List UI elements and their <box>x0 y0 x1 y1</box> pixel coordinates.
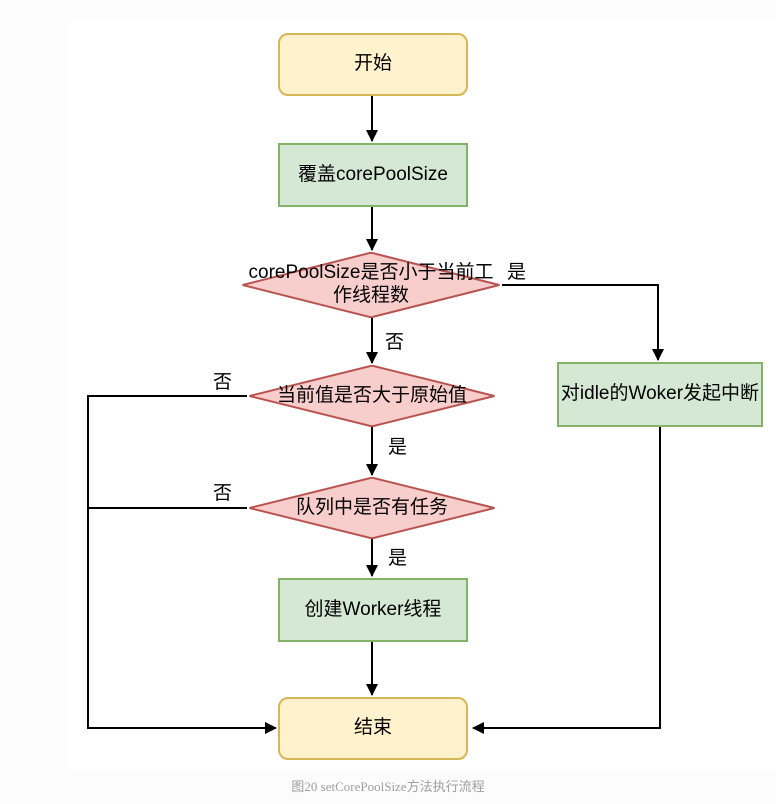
decision-less-than-workers-label: corePoolSize是否小于当前工作线程数 <box>248 262 494 306</box>
decision-greater-than-original: 当前值是否大于原始值 <box>247 365 497 427</box>
node-end: 结束 <box>278 697 468 760</box>
diamond-shape <box>240 252 502 318</box>
edge-d1-yes-to-interrupt <box>502 284 664 361</box>
diamond-shape <box>247 477 497 539</box>
edge-label-d1-yes: 是 <box>507 262 527 283</box>
node-start-label: 开始 <box>353 53 392 75</box>
edge-label-d1-no: 否 <box>385 332 405 353</box>
edge-label-d3-yes: 是 <box>388 548 408 569</box>
decision-less-than-workers: corePoolSize是否小于当前工作线程数 <box>240 252 502 318</box>
figure-caption: 图20 setCorePoolSize方法执行流程 <box>291 779 485 794</box>
node-override-core-pool-size: 覆盖corePoolSize <box>278 143 468 207</box>
decision-queue-has-tasks: 队列中是否有任务 <box>247 477 497 539</box>
edge-d2-no-to-end <box>87 395 277 734</box>
node-create-worker-label: 创建Worker线程 <box>304 598 442 620</box>
node-interrupt-idle-workers: 对idle的Woker发起中断 <box>557 362 763 427</box>
edge-label-d2-no: 否 <box>213 372 233 393</box>
diamond-shape <box>247 365 497 427</box>
node-create-worker-thread: 创建Worker线程 <box>278 578 468 642</box>
edge-label-d2-yes: 是 <box>388 437 408 458</box>
decision-queue-has-tasks-label: 队列中是否有任务 <box>295 496 448 518</box>
node-interrupt-label: 对idle的Woker发起中断 <box>560 383 760 405</box>
edge-label-d3-no: 否 <box>213 483 233 504</box>
decision-greater-than-original-label: 当前值是否大于原始值 <box>276 384 467 406</box>
node-end-label: 结束 <box>353 717 392 739</box>
edge-interrupt-to-end <box>472 427 661 734</box>
node-start: 开始 <box>278 33 468 96</box>
node-override-label: 覆盖corePoolSize <box>298 163 448 185</box>
